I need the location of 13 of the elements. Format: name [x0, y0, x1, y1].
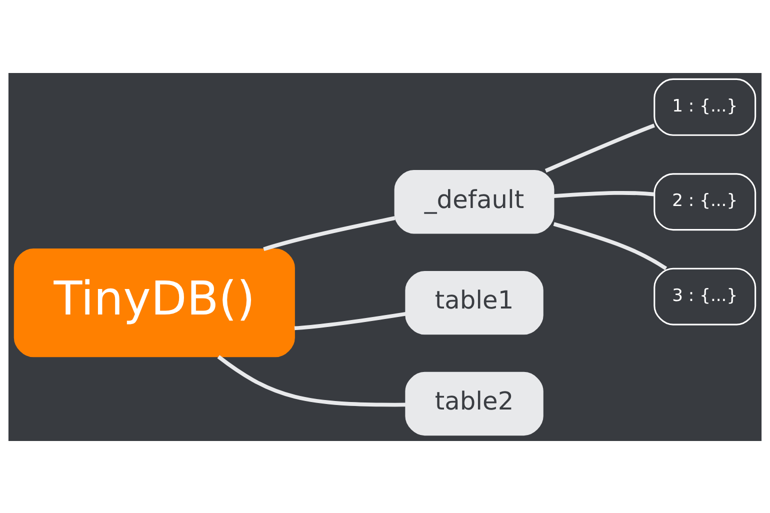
connector	[544, 123, 655, 172]
connector	[263, 216, 396, 251]
node-box: 3 : {...}	[654, 267, 756, 325]
node-box: table1	[405, 270, 544, 334]
node-box: _default	[394, 170, 554, 234]
connector	[553, 222, 668, 270]
connector	[294, 311, 406, 330]
connector	[554, 190, 654, 198]
node-box: 1 : {...}	[654, 78, 756, 136]
node-box: TinyDB()	[14, 248, 295, 357]
node-box: 2 : {...}	[654, 172, 756, 230]
node-box: table2	[405, 371, 544, 436]
connector	[217, 354, 406, 406]
